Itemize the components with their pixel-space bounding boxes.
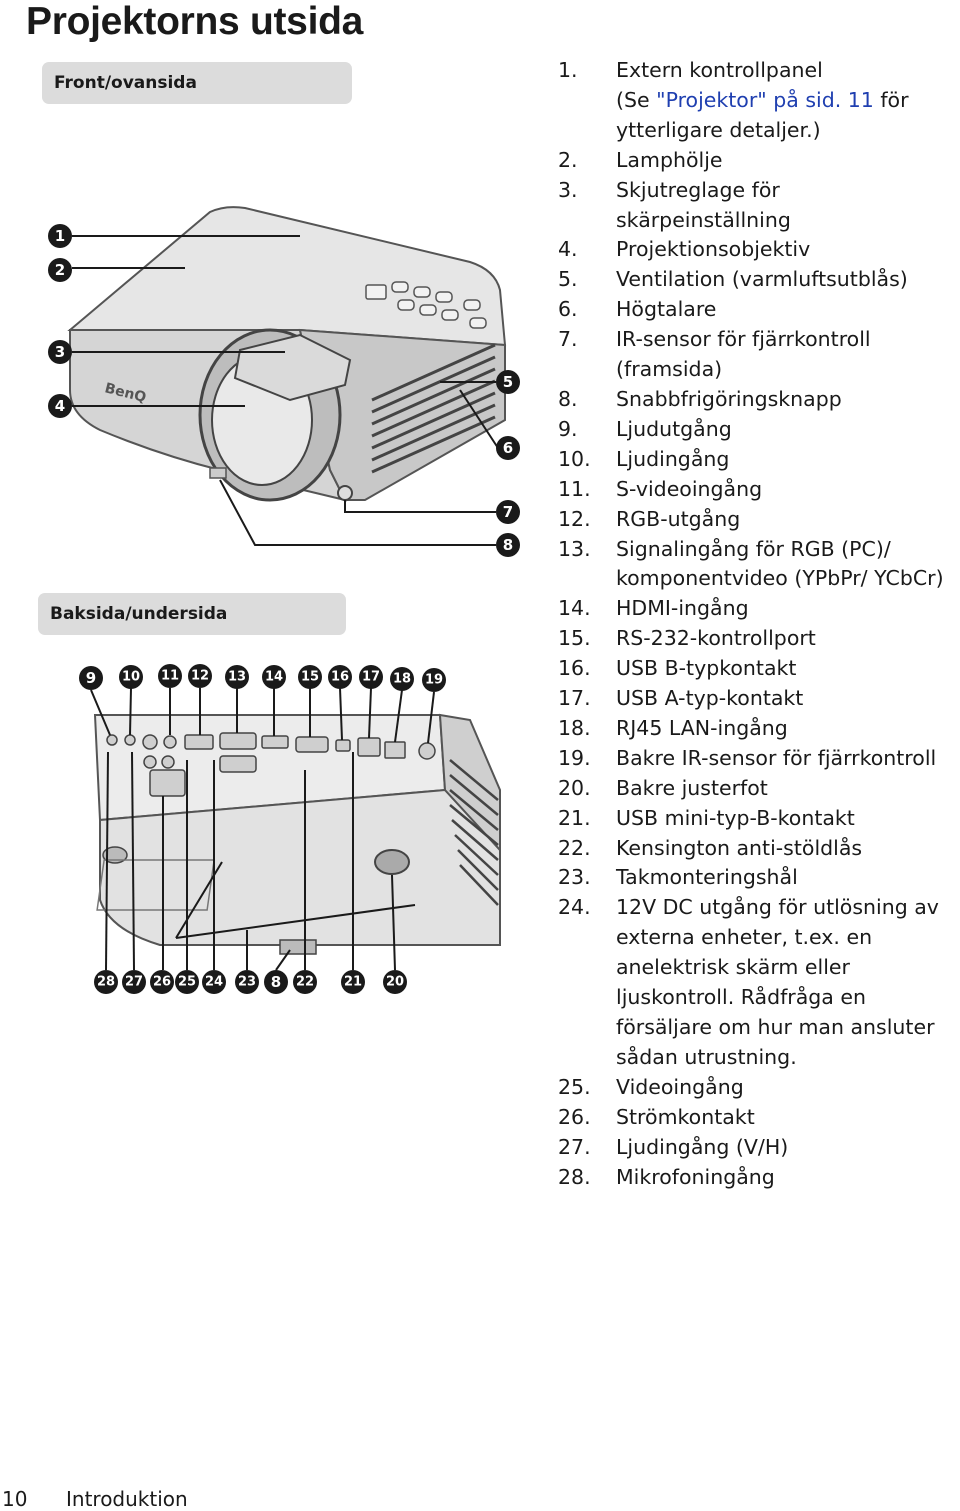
- page-title: Projektorns utsida: [26, 0, 364, 43]
- svg-text:2: 2: [55, 261, 65, 279]
- list-item: 26.Strömkontakt: [558, 1104, 755, 1129]
- list-item: 2.Lamphölje: [558, 147, 723, 172]
- back-callout-23: 23: [235, 970, 259, 994]
- list-item: 25.Videoingång: [558, 1074, 744, 1099]
- list-item: 24.12V DC utgång för utlösning av extern…: [558, 895, 939, 1069]
- back-callout-15: 15: [298, 665, 322, 689]
- front-callout-4: 4: [48, 394, 72, 418]
- back-callout-9: 9: [79, 666, 103, 690]
- svg-text:5: 5: [503, 373, 513, 391]
- list-item: 21.USB mini-typ-B-kontakt: [558, 805, 855, 830]
- front-callout-1: 1: [48, 224, 72, 248]
- back-callout-21: 21: [341, 970, 365, 994]
- front-callout-6: 6: [496, 436, 520, 460]
- svg-text:23: 23: [238, 975, 256, 990]
- list-item: 20.Bakre justerfot: [558, 775, 768, 800]
- svg-text:18: 18: [393, 672, 411, 687]
- list-item: 17.USB A-typ-kontakt: [558, 686, 804, 711]
- svg-text:25: 25: [178, 975, 196, 990]
- front-callout-3: 3: [48, 340, 72, 364]
- page-number: 10: [2, 1487, 28, 1511]
- back-callout-24: 24: [202, 970, 226, 994]
- front-callout-5: 5: [496, 370, 520, 394]
- svg-text:1: 1: [55, 227, 65, 245]
- list-item: 5.Ventilation (varmluftsutblås): [558, 267, 908, 292]
- svg-text:8: 8: [271, 973, 281, 991]
- list-item: 14.HDMI-ingång: [558, 596, 749, 621]
- svg-text:20: 20: [386, 975, 404, 990]
- list-item: 1. Extern kontrollpanel (Se "Projektor" …: [558, 58, 909, 142]
- svg-text:8: 8: [503, 536, 513, 554]
- list-item: 15.RS-232-kontrollport: [558, 626, 816, 651]
- svg-text:13: 13: [228, 670, 246, 685]
- projector-back-drawing: [93, 713, 501, 955]
- back-callout-13: 13: [225, 665, 249, 689]
- list-item: 22.Kensington anti-stöldlås: [558, 835, 863, 860]
- projector-illustration: BenQ 1 2 3 4 5 6 7 8: [48, 206, 520, 994]
- section-heading-back: Baksida/undersida: [38, 593, 346, 635]
- list-item: 8.Snabbfrigöringsknapp: [558, 386, 842, 411]
- svg-text:24: 24: [205, 975, 223, 990]
- list-item: 13.Signalingång för RGB (PC)/ komponentv…: [558, 536, 944, 591]
- svg-text:3: 3: [55, 343, 65, 361]
- list-item: 27.Ljudingång (V/H): [558, 1134, 789, 1159]
- page-reference-link[interactable]: "Projektor" på sid. 11: [656, 87, 874, 112]
- front-callout-7: 7: [496, 500, 520, 524]
- back-callout-8b: 8: [264, 970, 288, 994]
- projector-front-drawing: BenQ: [67, 206, 507, 502]
- list-item: 7.IR-sensor för fjärrkontroll (framsida): [558, 327, 871, 382]
- svg-text:16: 16: [331, 670, 349, 685]
- list-item: 16.USB B-typkontakt: [558, 656, 797, 681]
- list-item: 19.Bakre IR-sensor för fjärrkontroll: [558, 745, 937, 770]
- svg-text:6: 6: [503, 439, 513, 457]
- back-callout-22: 22: [293, 970, 317, 994]
- svg-text:12: 12: [191, 669, 209, 684]
- back-callout-17: 17: [359, 665, 383, 689]
- back-callout-19: 19: [422, 668, 446, 692]
- back-callout-25: 25: [175, 970, 199, 994]
- back-callout-27: 27: [122, 970, 146, 994]
- svg-text:4: 4: [55, 397, 65, 415]
- back-callout-28: 28: [94, 970, 118, 994]
- list-item: 18.RJ45 LAN-ingång: [558, 715, 788, 740]
- back-callout-11: 11: [158, 664, 182, 688]
- list-item: 10.Ljudingång: [558, 446, 730, 471]
- back-callout-14: 14: [262, 665, 286, 689]
- parts-list: 1. Extern kontrollpanel (Se "Projektor" …: [558, 56, 958, 1192]
- list-item: 6.Högtalare: [558, 297, 717, 322]
- svg-text:28: 28: [97, 975, 115, 990]
- list-item: 12.RGB-utgång: [558, 506, 741, 531]
- back-callout-26: 26: [150, 970, 174, 994]
- back-callout-10: 10: [119, 665, 143, 689]
- back-callout-12: 12: [188, 664, 212, 688]
- svg-text:17: 17: [362, 670, 380, 685]
- back-callout-16: 16: [328, 665, 352, 689]
- svg-text:21: 21: [344, 975, 362, 990]
- back-callout-18: 18: [390, 667, 414, 691]
- back-callout-20: 20: [383, 970, 407, 994]
- svg-text:10: 10: [122, 670, 140, 685]
- svg-text:11: 11: [161, 669, 179, 684]
- chapter-name: Introduktion: [66, 1487, 188, 1511]
- svg-text:22: 22: [296, 975, 314, 990]
- svg-text:26: 26: [153, 975, 171, 990]
- svg-text:7: 7: [503, 503, 513, 521]
- list-item: 9.Ljudutgång: [558, 416, 732, 441]
- svg-text:15: 15: [301, 670, 319, 685]
- svg-text:19: 19: [425, 673, 443, 688]
- list-item: 28.Mikrofoningång: [558, 1164, 775, 1189]
- svg-text:9: 9: [86, 669, 96, 687]
- list-item: 23.Takmonteringshål: [558, 865, 798, 890]
- front-callout-8: 8: [496, 533, 520, 557]
- section-heading-front: Front/ovansida: [42, 62, 352, 104]
- svg-text:27: 27: [125, 975, 143, 990]
- list-item: 3.Skjutreglage för skärpeinställning: [558, 177, 791, 232]
- front-callout-2: 2: [48, 258, 72, 282]
- list-item: 4.Projektionsobjektiv: [558, 237, 811, 262]
- list-item: 11.S-videoingång: [558, 476, 763, 501]
- page-footer: 10 Introduktion: [0, 1487, 188, 1511]
- svg-text:14: 14: [265, 670, 283, 685]
